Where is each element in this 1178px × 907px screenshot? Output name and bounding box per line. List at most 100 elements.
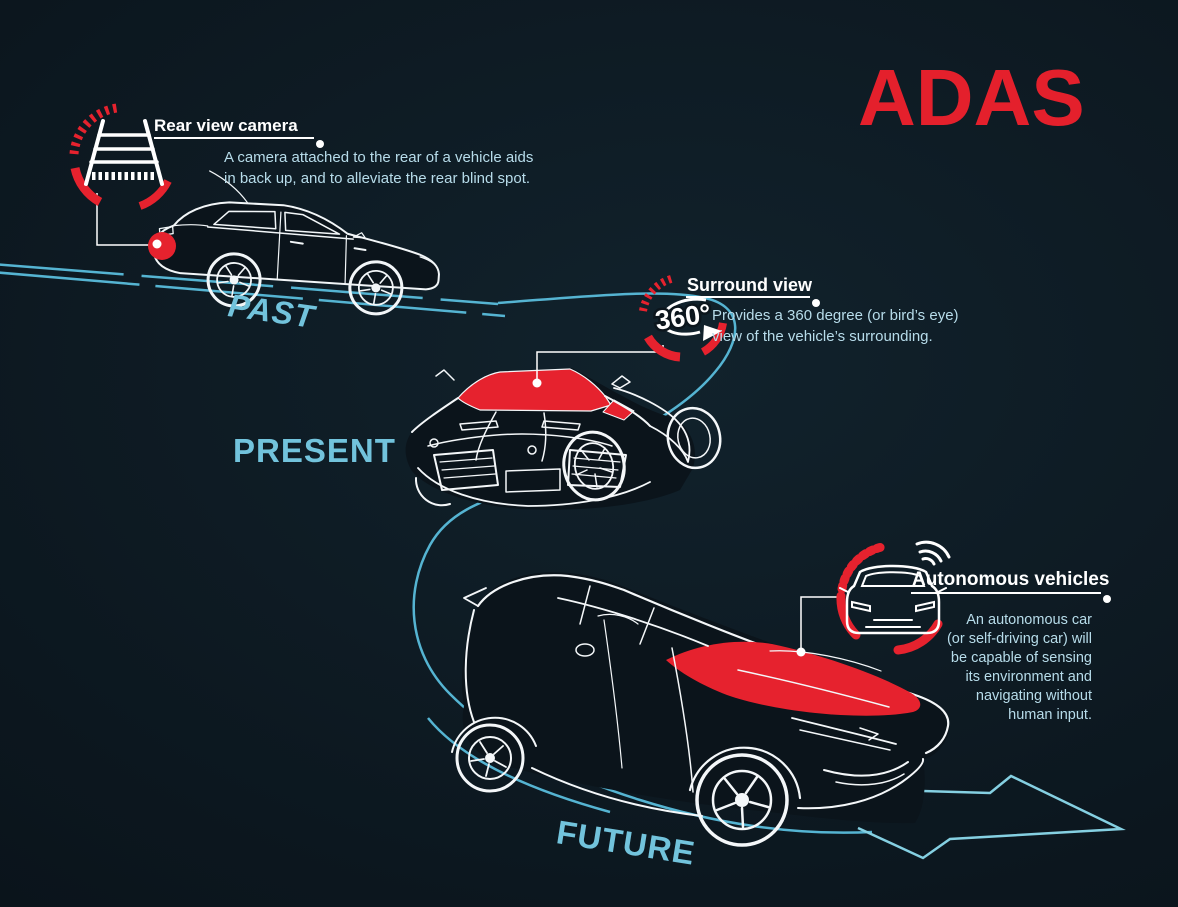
sedan-door-line-1: [276, 211, 282, 281]
sportscar-bumper-bottom: [417, 467, 651, 507]
sedan-door-line-2: [344, 235, 348, 285]
sedan-antenna: [209, 170, 249, 204]
suv-headlight-swoosh-1: [791, 717, 897, 745]
autonomous-vehicles-rule: [911, 592, 1111, 603]
suv-door-line-1: [671, 647, 694, 793]
360-icon-arrowhead: [703, 325, 722, 341]
rear-camera-icon-rungs: [89, 133, 159, 164]
sedan-door-handle-2: [353, 247, 367, 252]
future-direction-arrow: [854, 774, 1126, 860]
sedan-body: [152, 201, 440, 291]
road-future-lower-fragment: [427, 717, 611, 814]
sportscar-hood-crease-right: [541, 412, 547, 462]
sportscar-rear-wheel-rim: [677, 417, 711, 459]
autonomous-car-icon: [836, 540, 951, 655]
rear-camera-connector: [96, 193, 150, 246]
autonomous-icon-car-front: [839, 564, 947, 635]
sportscar-rear-wheel: [666, 406, 722, 470]
autonomous-connector: [800, 596, 842, 650]
360-icon-ticks: [639, 274, 676, 312]
suv-rear-wheel: [455, 723, 525, 793]
sportscar-grille-left-slats: [439, 457, 496, 479]
suv-hood-crease-1: [737, 669, 890, 708]
present-sports-car-illustration: [405, 368, 722, 510]
sportscar-side-glass-red: [602, 399, 635, 421]
suv-apillar: [639, 607, 655, 645]
sportscar-foglight-right: [527, 445, 537, 455]
sedan-front-wheel: [348, 260, 404, 316]
sportscar-rear-fender: [613, 387, 691, 463]
sedan-beltline: [206, 226, 354, 240]
suv-rear-edge: [464, 609, 475, 723]
suv-beltline: [557, 597, 709, 647]
autonomous-vehicles-description: An autonomous car (or self-driving car) …: [946, 612, 1092, 723]
suv-silhouette: [461, 572, 950, 824]
sportscar-windshield-red: [457, 368, 612, 412]
road-s-curve: [412, 292, 873, 834]
sportscar-license-plate: [505, 468, 561, 493]
suv-headlight-swoosh-2: [799, 729, 891, 751]
suv-headlight-zigzag: [859, 727, 879, 741]
surround-view-anchor-dot: [532, 378, 542, 388]
timeline-label-present: PRESENT: [233, 432, 396, 469]
sportscar-hood-vent-right: [541, 420, 581, 431]
sedan-trunk-line: [173, 224, 209, 227]
360-icon-arc-right: [700, 322, 727, 356]
suv-front-wheel-arch: [688, 746, 802, 800]
sedan-front-window: [284, 211, 341, 235]
suv-front-wheel: [695, 753, 789, 847]
sportscar-front-right-wheel: [562, 430, 626, 502]
rear-camera-icon-arc-right: [138, 179, 172, 210]
360-icon-orbit-arrow: [660, 297, 707, 336]
sportscar-apillar-right: [604, 395, 651, 427]
rear-camera-icon-guidelines: [84, 119, 164, 186]
page-title: ADAS: [858, 53, 1085, 142]
sportscar-mirror-right: [611, 375, 631, 389]
sedan-rear-wheel: [206, 252, 262, 308]
sportscar-mirror-left: [435, 369, 455, 381]
surround-view-rule: [686, 296, 820, 307]
suv-front-lower: [797, 758, 925, 810]
suv-bumper-blade-1: [823, 761, 909, 777]
autonomous-anchor-dot: [796, 647, 806, 657]
sportscar-hood-crease-left: [475, 411, 497, 461]
suv-rear-fin: [463, 587, 487, 607]
surround-view-description: Provides a 360 degree (or bird’s eye) vi…: [712, 307, 959, 345]
360-icon-arc-bottom: [644, 334, 681, 362]
past-sedan-illustration: [152, 170, 440, 316]
sportscar-hood-vent-left: [459, 420, 499, 431]
sedan-door-handle-1: [289, 240, 304, 245]
rear-camera-icon-ticks: [69, 103, 118, 155]
autonomous-vehicles-title: Autonomous vehicles: [912, 569, 1110, 590]
suv-mirror: [575, 643, 595, 657]
rear-camera-icon: [69, 103, 172, 210]
rear-camera-highlight-dot: [148, 232, 176, 260]
sportscar-apillar-left: [411, 397, 459, 433]
rear-camera-anchor-dot: [152, 239, 162, 249]
sedan-headlight: [419, 256, 439, 269]
autonomous-icon-ticks: [837, 542, 887, 594]
sportscar-front-left-wheel-arc: [414, 477, 451, 507]
rear-view-camera-title: Rear view camera: [154, 116, 298, 135]
wifi-signal-icon: [915, 540, 951, 566]
suv-bpillar: [579, 585, 591, 625]
suv-bumper-blade-2: [835, 773, 905, 786]
future-suv-illustration: [451, 572, 950, 847]
sedan-mirror: [352, 232, 366, 239]
surround-view-title: Surround view: [687, 275, 813, 295]
suv-hood-crease-2: [769, 650, 882, 672]
suv-hood-red: [666, 641, 921, 716]
suv-sill-line: [531, 767, 703, 817]
autonomous-icon-arc-bottom: [893, 619, 943, 655]
sportscar-grille-left: [433, 449, 499, 491]
rear-view-camera-rule: [154, 137, 324, 148]
suv-door-line-2: [603, 619, 623, 769]
sportscar-foglight-left: [429, 438, 439, 448]
rear-camera-icon-arc-left: [70, 166, 103, 206]
suv-quarter-window: [597, 613, 639, 625]
sedan-rear-window: [213, 210, 277, 230]
rear-view-camera-description: A camera attached to the rear of a vehic…: [224, 149, 534, 187]
road-past-lower-edge: [0, 271, 506, 318]
